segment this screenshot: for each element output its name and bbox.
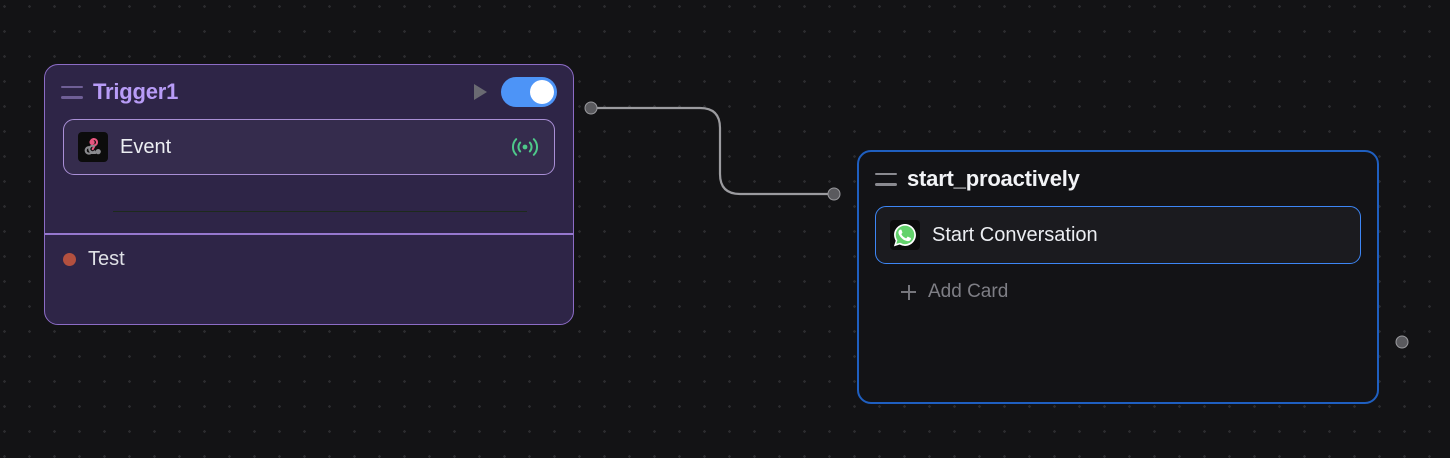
trigger-node-body: Event <box>45 119 573 212</box>
trigger-output-handle[interactable] <box>584 101 598 115</box>
whatsapp-icon <box>890 220 920 250</box>
add-card-button[interactable]: Add Card <box>875 268 1361 316</box>
play-icon[interactable] <box>474 84 487 100</box>
trigger-node-header[interactable]: Trigger1 <box>45 65 573 119</box>
node-start-proactively[interactable]: start_proactively Start Conversation Add… <box>857 150 1379 404</box>
drag-handle-icon[interactable] <box>875 172 897 186</box>
action-input-handle[interactable] <box>827 187 841 201</box>
card-start-conversation[interactable]: Start Conversation <box>875 206 1361 264</box>
page-title: Trigger1 <box>93 79 179 104</box>
edge-trigger-to-action <box>589 106 836 196</box>
trigger-footer[interactable]: Test <box>45 235 573 285</box>
drag-handle-icon[interactable] <box>61 85 83 99</box>
status-dot-icon <box>63 253 76 266</box>
node-title: start_proactively <box>907 166 1080 191</box>
plus-icon <box>901 284 916 300</box>
card-label: Event <box>120 135 172 158</box>
enable-toggle[interactable] <box>501 77 557 107</box>
action-node-body: Start Conversation Add Card <box>859 206 1377 316</box>
node-trigger1[interactable]: Trigger1 Event <box>44 64 574 325</box>
faint-separator <box>113 211 527 212</box>
webhook-icon <box>78 132 108 162</box>
status-badge: Test <box>88 248 125 270</box>
action-output-handle[interactable] <box>1395 335 1409 349</box>
add-card-label: Add Card <box>928 281 1009 302</box>
broadcast-icon <box>510 134 540 160</box>
action-node-header[interactable]: start_proactively <box>859 152 1377 206</box>
card-label: Start Conversation <box>932 223 1098 246</box>
node-divider <box>45 233 573 235</box>
card-event[interactable]: Event <box>63 119 555 175</box>
